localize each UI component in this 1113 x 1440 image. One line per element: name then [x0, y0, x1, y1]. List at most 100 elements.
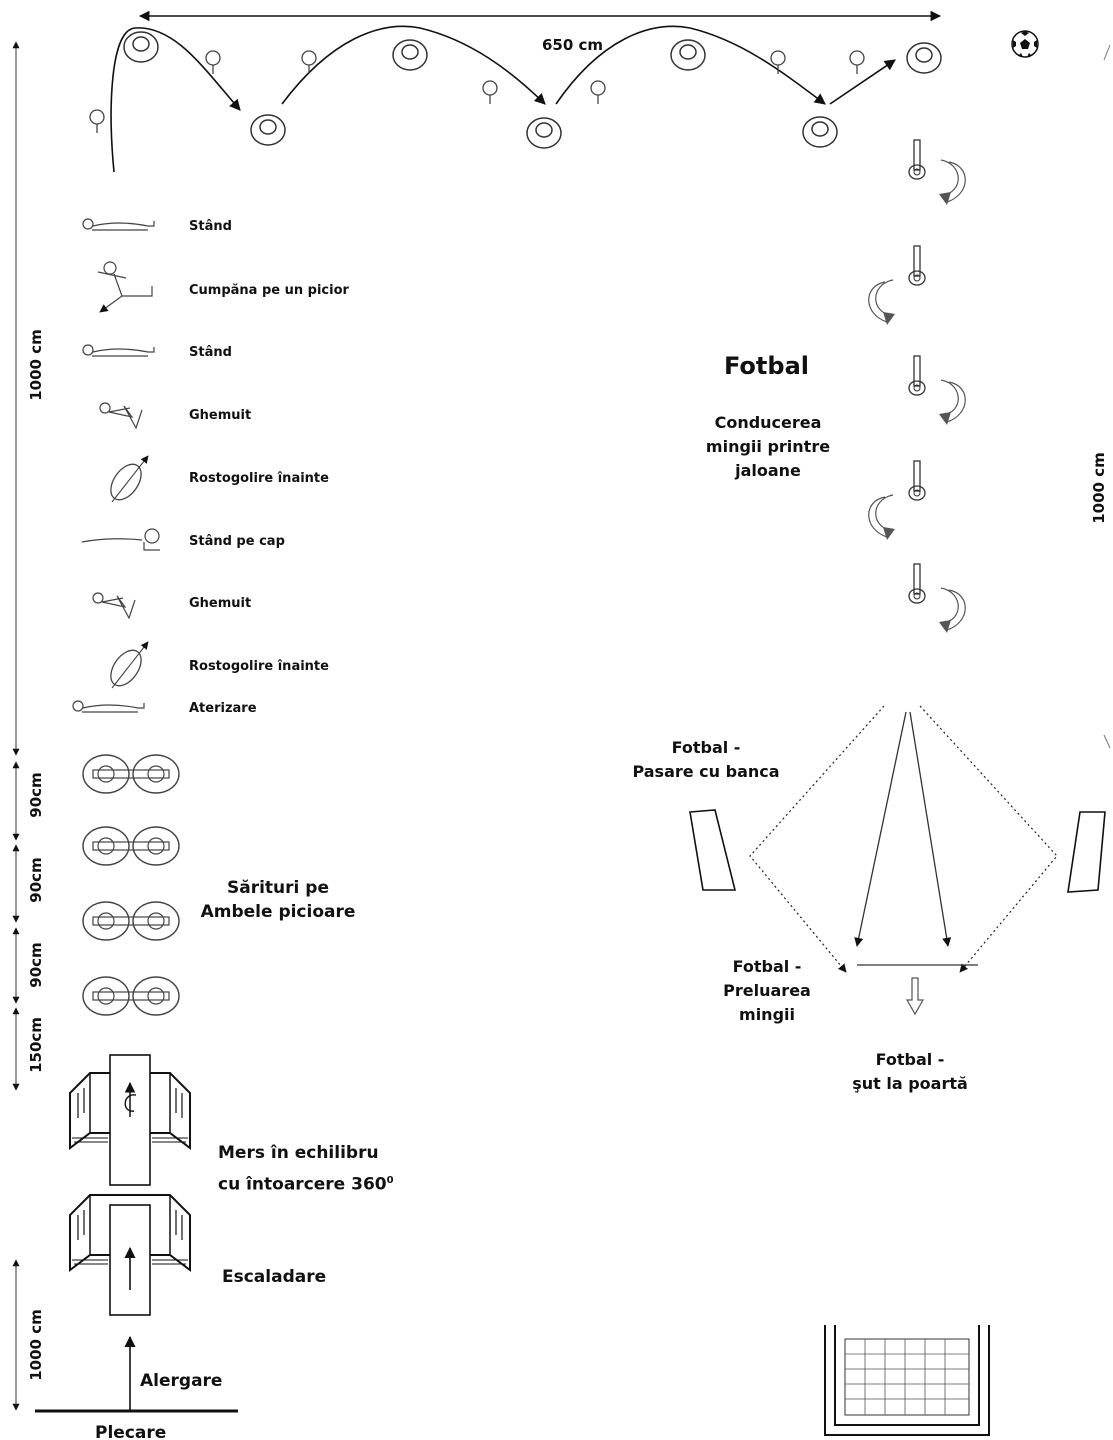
gymnast-figure-icon [105, 642, 148, 691]
shoot-label-line: Fotbal - [875, 1050, 945, 1069]
turn-arrow-icon [868, 279, 896, 326]
balance-label-line: Mers în echilibru [218, 1143, 379, 1163]
cone-icon [906, 42, 942, 74]
marker-pin-icon [770, 50, 786, 75]
dribble-label-line: jaloane [735, 461, 801, 480]
soccer-ball-icon [1011, 30, 1039, 58]
run-label: Alergare [140, 1371, 223, 1391]
slalom-pole-1 [908, 139, 966, 206]
jumps-label-line: Ambele picioare [200, 902, 356, 922]
slalom-pole-3 [908, 355, 966, 426]
dribble-label-line: Conducerea [714, 413, 822, 432]
marker-pin-icon [849, 50, 865, 75]
bottom-dimension-label: 1000 cm [27, 1309, 45, 1381]
dribble-label: Conducerea mingii printre jaloane [688, 411, 848, 483]
shoot-arrow-icon [905, 977, 925, 1016]
gymnastics-label: Ghemuit [189, 596, 252, 611]
gymnastics-label: Stând [189, 219, 232, 234]
bench-pass-label: Fotbal - Pasare cu banca [626, 736, 786, 784]
gap-dimension-label-2: 90cm [27, 857, 45, 903]
turn-arrow-icon [868, 494, 896, 541]
marker-pin-icon [482, 80, 498, 105]
receive-label: Fotbal - Preluarea mingii [707, 955, 827, 1027]
gymnast-figure-icon [82, 218, 155, 231]
gymnast-figure-icon [72, 700, 145, 713]
gymnastics-label: Rostogolire înainte [189, 471, 329, 486]
pass-line-right [909, 711, 952, 947]
bench-icon [1067, 811, 1106, 893]
gymnast-figure-icon [97, 261, 153, 313]
balance-label-line: cu întoarcere 3600 [218, 1167, 394, 1199]
gymnast-figure-icon [82, 344, 155, 357]
right-dimension-tick-bottom [1103, 734, 1111, 749]
gymnast-figure-icon [81, 528, 160, 551]
bench-pass-label-line: Pasare cu banca [632, 762, 780, 781]
jumps-label-line: Sărituri pe [227, 878, 329, 898]
zigzag-run-path-4 [829, 59, 896, 105]
football-title: Fotbal [724, 352, 809, 380]
receive-label-line: mingii [739, 1005, 795, 1024]
shoot-label: Fotbal - şut la poartă [850, 1048, 970, 1096]
cone-icon [802, 116, 838, 148]
cone-icon [250, 114, 286, 146]
bench-pass-label-line: Fotbal - [671, 738, 741, 757]
hurdle-icon [82, 754, 180, 794]
balance-label: Mers în echilibru cu întoarcere 3600 [218, 1139, 394, 1199]
turn-arrow-icon [938, 159, 966, 206]
balance-label-text: cu întoarcere 360 [218, 1174, 387, 1195]
cone-icon [392, 39, 428, 71]
receive-label-line: Fotbal - [732, 957, 802, 976]
climb-label: Escaladare [222, 1267, 327, 1287]
zigzag-run-path-2 [281, 25, 546, 105]
slalom-pole-icon [908, 139, 926, 180]
receive-label-line: Preluarea [723, 981, 811, 1000]
gymnastics-label: Ghemuit [189, 408, 252, 423]
gymnast-figure-icon [99, 402, 143, 429]
balance-beam [109, 1054, 151, 1186]
right-dimension-tick-top [1103, 44, 1111, 61]
slalom-pole-2 [868, 245, 926, 326]
gymnastics-label: Stând [189, 345, 232, 360]
turn-arrow-icon [938, 587, 966, 634]
gymnastics-label: Aterizare [189, 701, 257, 716]
gymnastics-label: Rostogolire înainte [189, 659, 329, 674]
hurdle-icon [82, 901, 180, 941]
top-dimension-label: 650 cm [542, 36, 604, 54]
cone-icon [123, 31, 159, 63]
cone-icon [670, 39, 706, 71]
marker-pin-icon [590, 80, 606, 105]
gymnast-figure-icon [92, 592, 136, 619]
cone-icon [526, 117, 562, 149]
marker-pin-icon [205, 50, 221, 75]
marker-pin-icon [301, 50, 317, 75]
slalom-pole-icon [908, 563, 926, 604]
gap-dimension-label-4: 150cm [27, 1017, 45, 1073]
slalom-pole-icon [908, 460, 926, 501]
marker-pin-icon [89, 109, 105, 134]
hurdle-icon [82, 826, 180, 866]
hurdle-icon [82, 976, 180, 1016]
left-dimension-label: 1000 cm [27, 329, 45, 401]
balance-degree: 0 [386, 1175, 394, 1186]
gap-dimension-label-3: 90cm [27, 942, 45, 988]
shoot-label-line: şut la poartă [852, 1074, 968, 1093]
dribble-label-line: mingii printre [705, 437, 831, 456]
gymnastics-label: Stând pe cap [189, 534, 285, 549]
zigzag-run-path [110, 27, 241, 173]
pass-dotted-right [919, 705, 1058, 973]
jumps-label: Sărituri pe Ambele picioare [200, 876, 356, 924]
gap-dimension-label-1: 90cm [27, 772, 45, 818]
zigzag-run-path-3 [555, 25, 826, 105]
turn-360-icon [124, 1081, 137, 1117]
goal-icon [824, 1325, 990, 1436]
slalom-pole-icon [908, 245, 926, 286]
slalom-pole-icon [908, 355, 926, 396]
start-label: Plecare [95, 1423, 167, 1440]
pass-line-left [854, 711, 907, 947]
slalom-pole-5 [908, 563, 966, 634]
bench-icon [689, 809, 737, 891]
gymnast-figure-icon [105, 456, 148, 505]
slalom-pole-4 [868, 460, 926, 541]
